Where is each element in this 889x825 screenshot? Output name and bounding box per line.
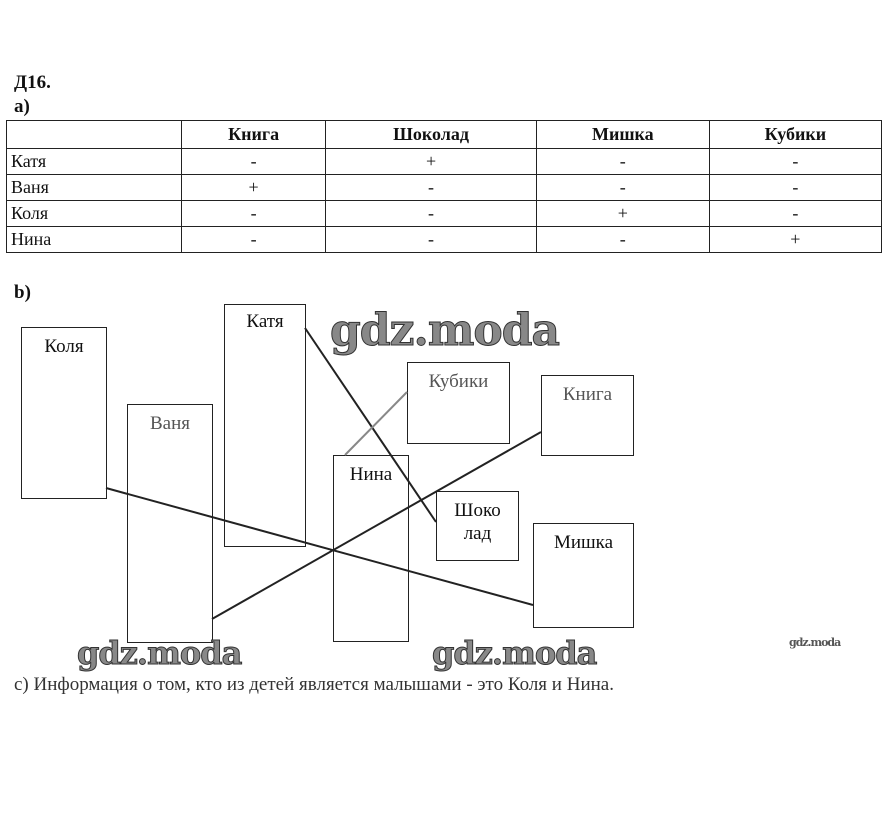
child-box-nina: Нина (333, 455, 409, 642)
table-cell: + (708, 226, 883, 253)
table-header: Шоколад (325, 120, 537, 149)
line-kolya-teddy (105, 487, 534, 606)
table-header: Мишка (535, 120, 710, 149)
row-name: Нина (6, 226, 182, 253)
table-header-row: Книга Шоколад Мишка Кубики (6, 120, 883, 149)
table-cell: - (535, 226, 710, 253)
table-cell: - (325, 226, 537, 253)
part-c-answer: c) Информация о том, кто из детей являет… (14, 674, 614, 695)
task-number: Д16. (14, 72, 51, 93)
table-cell: - (708, 200, 883, 227)
table-cell: - (708, 148, 883, 175)
table-row: Ваня + - - - (6, 174, 883, 201)
line-nina-cubes (344, 391, 408, 456)
assignment-table: Книга Шоколад Мишка Кубики Катя - + - - … (6, 120, 883, 253)
watermark: gdz.moda (76, 634, 242, 673)
part-a-label: а) (14, 96, 30, 117)
table-cell: - (180, 148, 327, 175)
item-box-teddy: Мишка (533, 523, 634, 628)
child-box-kolya: Коля (21, 327, 107, 499)
table-cell: + (535, 200, 710, 227)
table-cell: - (180, 226, 327, 253)
table-row: Катя - + - - (6, 148, 883, 175)
table-cell: - (180, 200, 327, 227)
item-box-chocolate: Шоко лад (436, 491, 519, 561)
watermark: gdz.moda (431, 634, 597, 673)
watermark: gdz.moda (329, 305, 560, 357)
table-row: Коля - - + - (6, 200, 883, 227)
line-katya-chocolate (304, 327, 437, 523)
item-box-cubes: Кубики (407, 362, 510, 444)
child-box-katya: Катя (224, 304, 306, 547)
line-vanya-book (211, 431, 542, 620)
table-cell: - (325, 174, 537, 201)
watermark-small: gdz.moda (789, 636, 841, 649)
table-cell: - (325, 200, 537, 227)
table-header: Книга (180, 120, 327, 149)
table-row: Нина - - - + (6, 226, 883, 253)
row-name: Ваня (6, 174, 182, 201)
item-box-book: Книга (541, 375, 634, 456)
child-box-vanya: Ваня (127, 404, 213, 643)
part-b-label: b) (14, 282, 31, 303)
table-cell: + (325, 148, 537, 175)
